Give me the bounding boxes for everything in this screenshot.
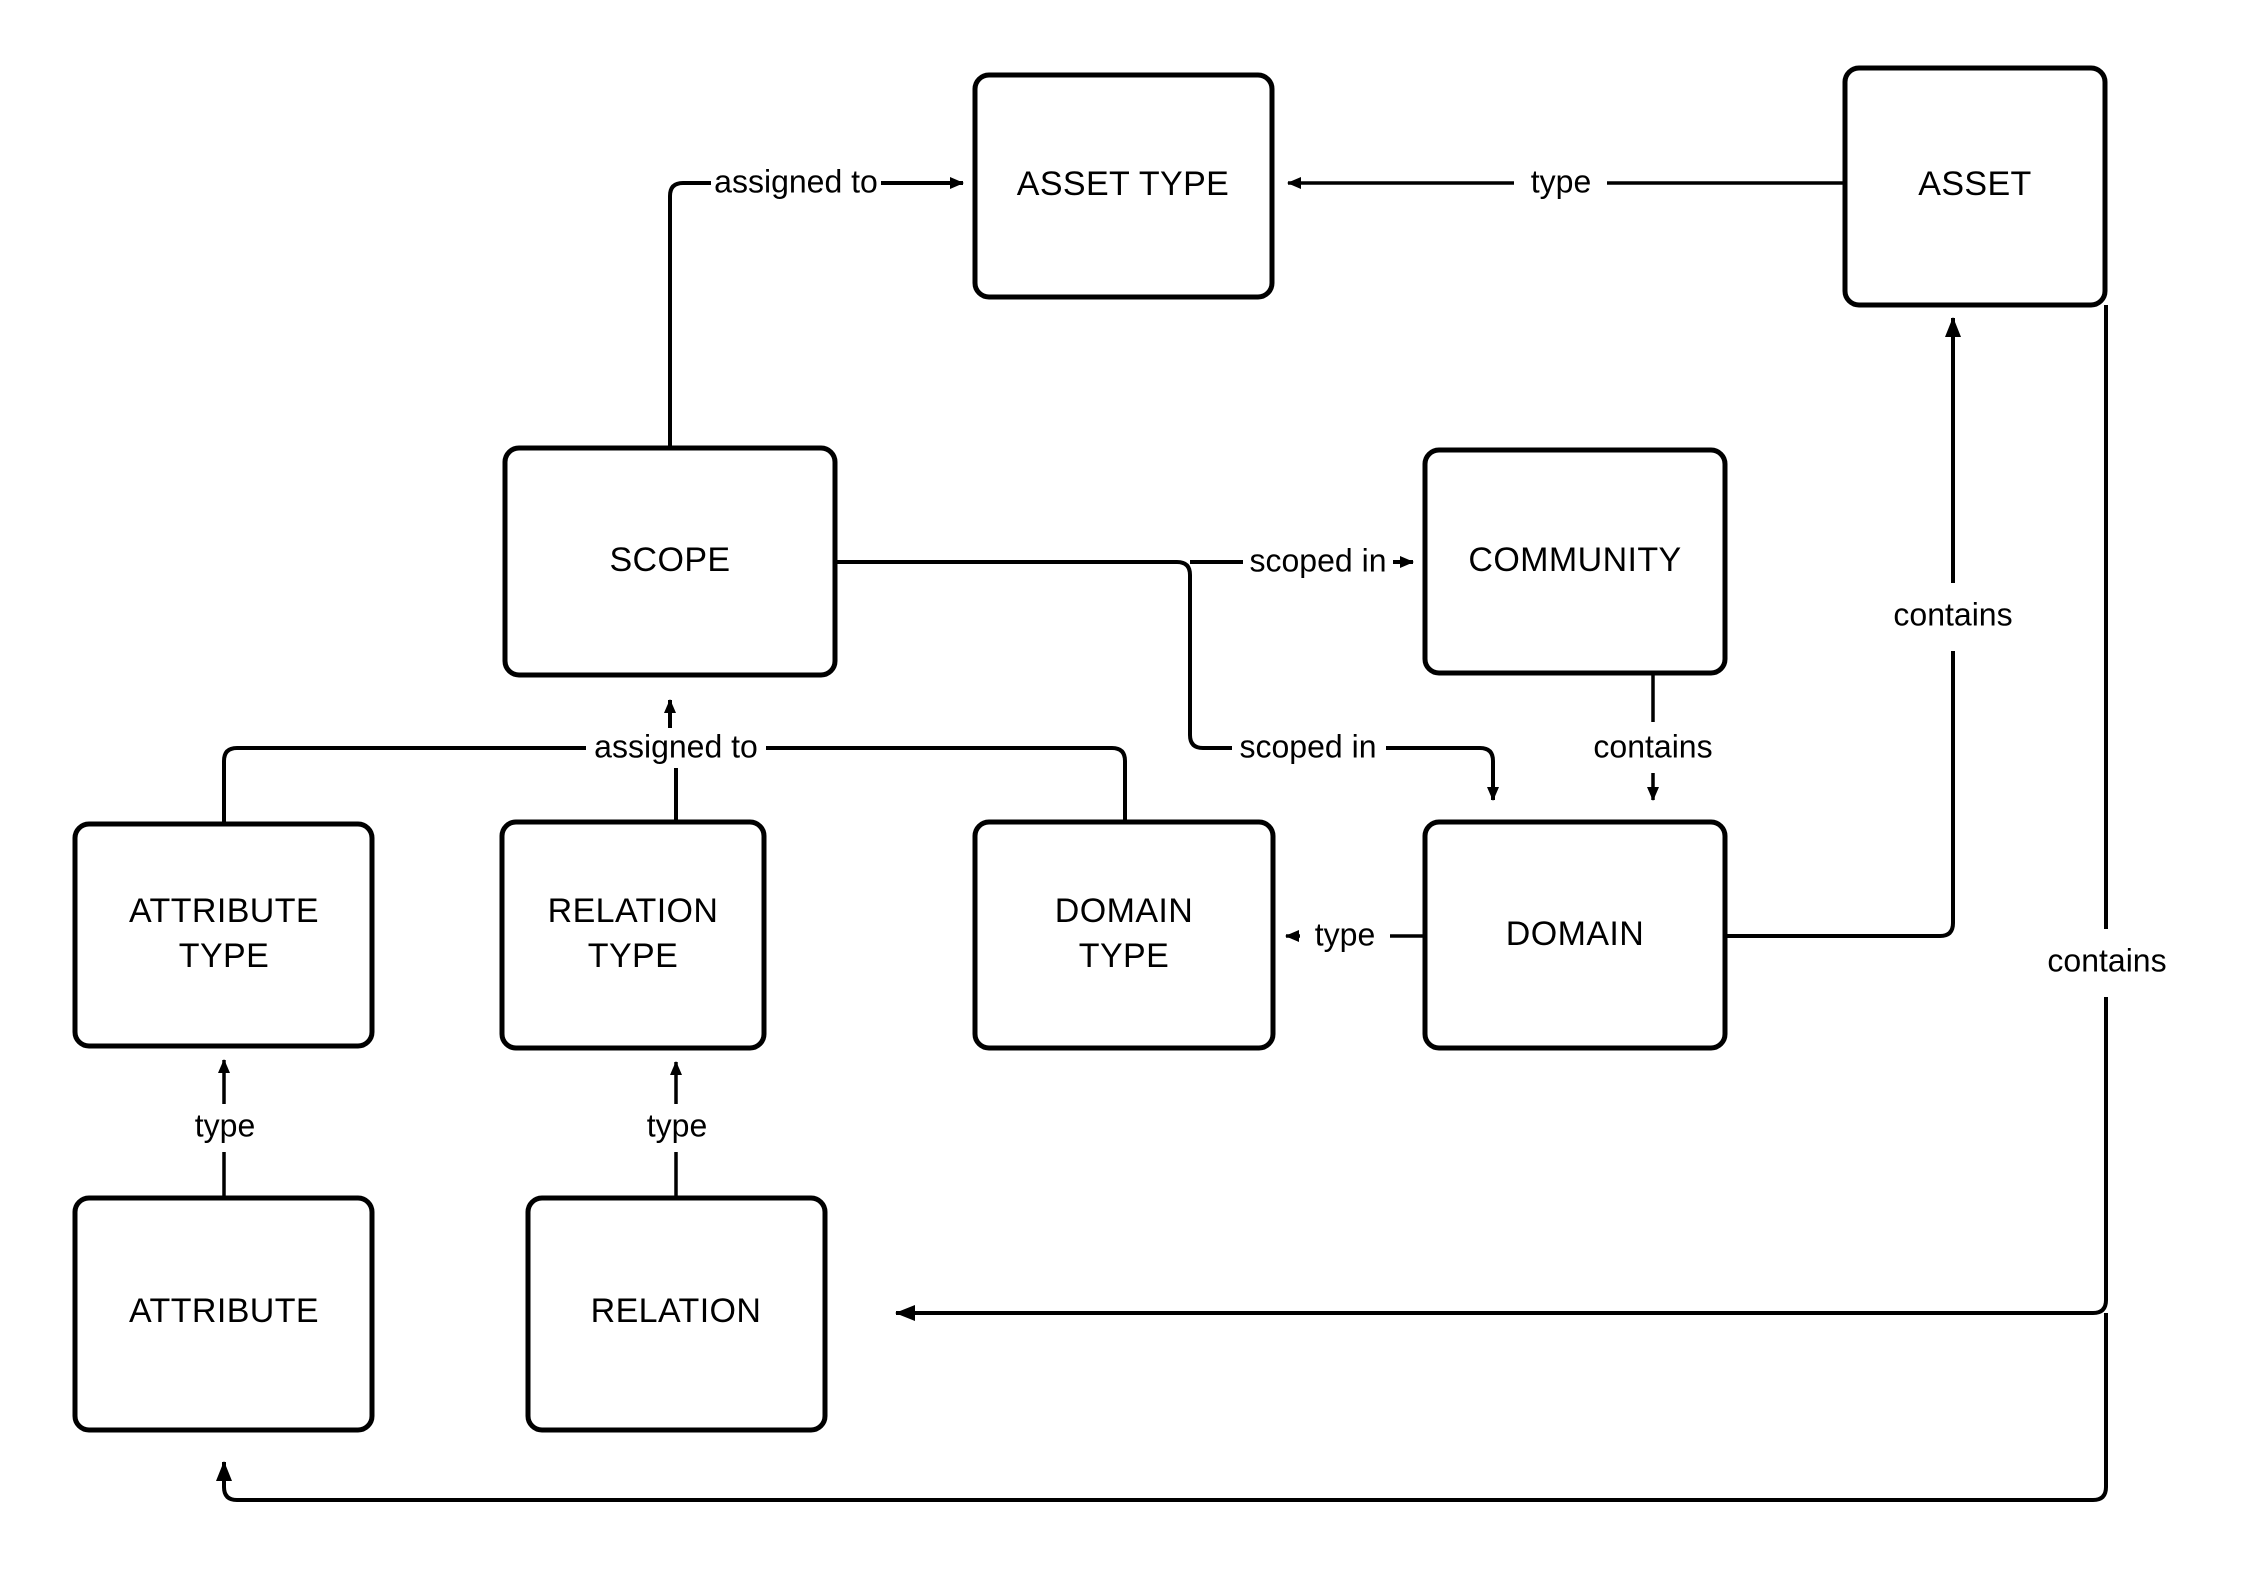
edge-label-text: contains <box>1593 728 1712 764</box>
label-backdrop <box>633 1107 721 1149</box>
edge-label-text: type <box>1315 916 1375 952</box>
node-label-asset: ASSET <box>1918 165 2031 203</box>
node-box[interactable] <box>72 1195 375 1433</box>
edge-line-attr <box>222 746 586 824</box>
edge-line-domain <box>766 746 1127 822</box>
node-domain-type[interactable]: DOMAIN TYPE <box>972 819 1276 1051</box>
node-label-attribute-type-line2: TYPE <box>179 937 269 975</box>
edge-label-text: assigned to <box>714 163 878 199</box>
node-relation-type[interactable]: RELATION TYPE <box>499 819 767 1051</box>
node-label-community: COMMUNITY <box>1468 541 1681 579</box>
node-scope[interactable]: SCOPE <box>502 445 838 678</box>
node-box[interactable] <box>525 1195 828 1433</box>
node-community[interactable]: COMMUNITY <box>1422 447 1728 676</box>
edge-label-text: scoped in <box>1250 542 1387 578</box>
label-backdrop <box>2036 942 2178 984</box>
label-backdrop <box>181 1107 269 1149</box>
edge-label-relation-type-of: type <box>633 1107 721 1149</box>
edge-arrow <box>1386 746 1499 801</box>
edge-line <box>668 181 716 448</box>
edge-label-types-assigned-to-scope: assigned to <box>586 728 766 768</box>
edge-arrow <box>895 997 2108 1321</box>
edge-domain-contains-asset <box>1725 317 1961 938</box>
edge-label-scope-scoped-in-domain: scoped in <box>1232 728 1384 768</box>
label-backdrop <box>711 163 881 203</box>
edge-label-text: type <box>1531 163 1591 199</box>
edge-line <box>1725 651 1955 938</box>
node-box[interactable] <box>972 72 1275 300</box>
node-box[interactable] <box>499 819 767 1051</box>
node-label-attribute: ATTRIBUTE <box>129 1292 319 1330</box>
node-label-asset-type: ASSET TYPE <box>1017 165 1230 203</box>
label-backdrop <box>1882 596 2024 638</box>
node-label-relation-type-line1: RELATION <box>548 892 719 930</box>
node-box[interactable] <box>1422 819 1728 1051</box>
node-label-relation: RELATION <box>591 1292 762 1330</box>
edge-scope-assigned-to-asset-type <box>668 177 964 448</box>
label-backdrop <box>1243 542 1393 582</box>
node-label-relation-type-line2: TYPE <box>588 937 678 975</box>
edge-label-attribute-type-of: type <box>181 1107 269 1149</box>
label-backdrop <box>1300 916 1390 956</box>
node-box[interactable] <box>72 821 375 1049</box>
label-backdrop <box>1232 728 1384 768</box>
edge-asset-contains-relation <box>895 305 2108 1321</box>
node-label-domain-type-line2: TYPE <box>1079 937 1169 975</box>
node-asset-type[interactable]: ASSET TYPE <box>972 72 1275 300</box>
node-label-domain-type-line1: DOMAIN <box>1055 892 1193 930</box>
node-label-attribute-type-line1: ATTRIBUTE <box>129 892 319 930</box>
label-backdrop <box>586 728 766 768</box>
edge-line <box>835 560 1192 576</box>
edge-label-asset-contains-relation: contains <box>2036 942 2178 984</box>
node-box[interactable] <box>1422 447 1728 676</box>
label-backdrop <box>1516 163 1606 203</box>
edge-label-community-contains-domain: contains <box>1582 728 1724 770</box>
node-box[interactable] <box>972 819 1276 1051</box>
node-label-domain: DOMAIN <box>1506 915 1644 953</box>
edge-arrow <box>216 1313 2108 1502</box>
label-backdrop <box>1582 728 1724 770</box>
node-attribute[interactable]: ATTRIBUTE <box>72 1195 375 1433</box>
edge-scope-scoped-in-community <box>835 556 1414 576</box>
edge-label-scope-assigned-to-asset-type: assigned to <box>711 163 881 203</box>
edge-label-asset-type-of-asset-type: type <box>1516 163 1606 203</box>
edge-label-scope-scoped-in-community: scoped in <box>1243 542 1393 582</box>
node-box[interactable] <box>1842 65 2108 308</box>
edge-label-text: contains <box>1893 596 2012 632</box>
edge-label-text: type <box>195 1107 255 1143</box>
edge-label-text: scoped in <box>1240 728 1377 764</box>
edge-label-text: type <box>647 1107 707 1143</box>
node-box[interactable] <box>502 445 838 678</box>
edge-label-domain-contains-asset: contains <box>1882 596 2024 638</box>
node-domain[interactable]: DOMAIN <box>1422 819 1728 1051</box>
node-label-scope: SCOPE <box>609 541 730 579</box>
edge-line <box>1188 575 1233 750</box>
edge-label-text: assigned to <box>594 728 758 764</box>
node-relation[interactable]: RELATION <box>525 1195 828 1433</box>
edge-label-domain-type-of-domain-type: type <box>1300 916 1390 956</box>
edge-label-text: contains <box>2047 942 2166 978</box>
node-attribute-type[interactable]: ATTRIBUTE TYPE <box>72 821 375 1049</box>
edge-scope-scoped-in-domain <box>1188 575 1499 801</box>
edge-asset-contains-attribute <box>216 1313 2108 1502</box>
node-asset[interactable]: ASSET <box>1842 65 2108 308</box>
